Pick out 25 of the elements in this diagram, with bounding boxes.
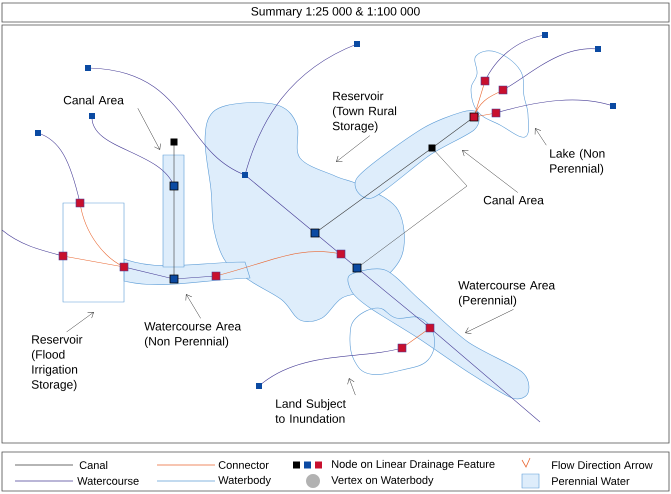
legend-label: Flow Direction Arrow [552, 460, 653, 470]
area-label: Watercourse Area (Non Perennial) [144, 322, 242, 348]
leader-arrow [138, 108, 161, 150]
legend-label: Vertex on Waterbody [331, 476, 434, 486]
legend-label: Canal [80, 460, 108, 470]
title-box: Summary 1:25 000 & 1:100 000 [2, 2, 670, 22]
area-label: Canal Area [64, 96, 124, 104]
leader-arrow [186, 294, 201, 319]
legend-label: Connector [218, 461, 269, 469]
area-label: Lake (Non Perennial) [550, 148, 604, 176]
leader-arrow [336, 135, 370, 162]
legend-label: Watercourse [77, 477, 139, 485]
leader-arrow [66, 312, 94, 332]
legend-label: Node on Linear Drainage Feature [332, 460, 495, 470]
area-label: Watercourse Area (Perennial) [458, 281, 556, 307]
legend-label: Perennial Water [552, 476, 630, 486]
leader-arrow [465, 309, 514, 334]
leader-arrow [347, 378, 356, 396]
area-label: Reservoir (Town Rural Storage) [332, 91, 396, 133]
area-label: Reservoir (Flood Irrigation Storage) [32, 334, 82, 392]
leader-arrow [534, 128, 547, 146]
area-label: Canal Area [484, 196, 544, 204]
leader-arrow [462, 150, 518, 193]
legend-label: Waterbody [218, 476, 271, 486]
area-label: Land Subject to Inundation [275, 399, 346, 423]
